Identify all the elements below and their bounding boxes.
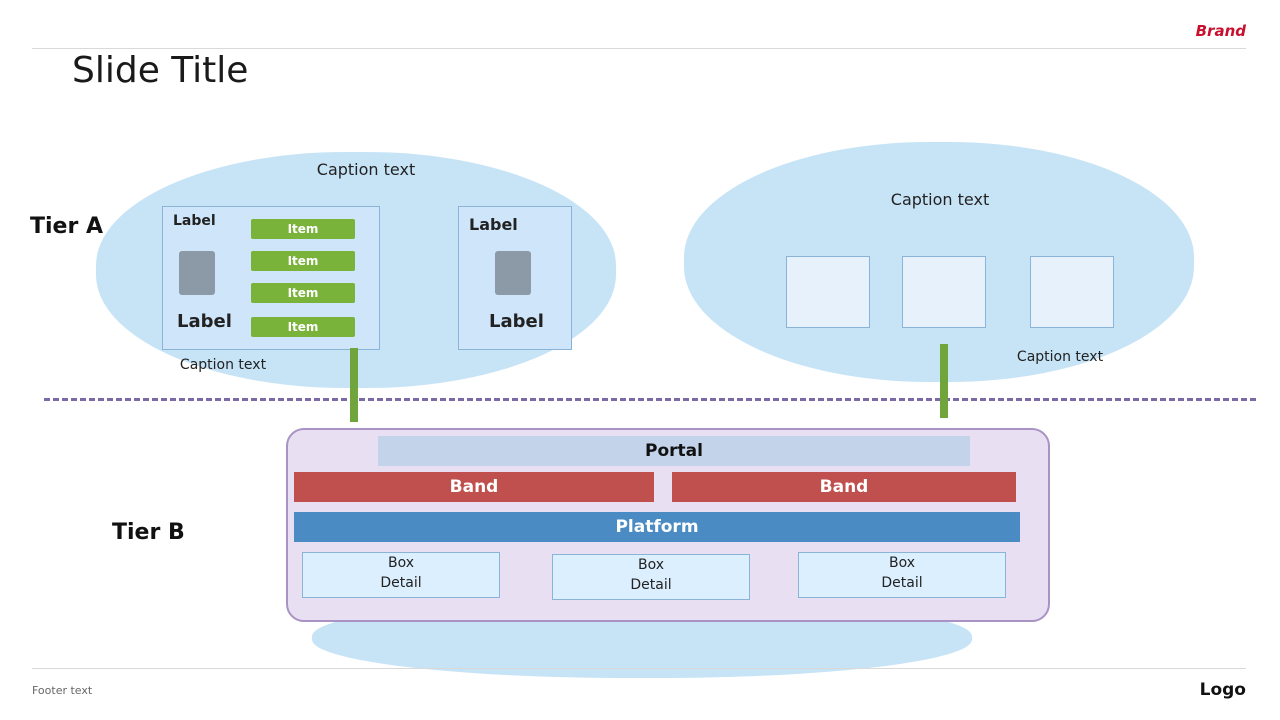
tier-label-center: Tier B: [112, 520, 185, 545]
right-connector-arrow: [940, 344, 948, 418]
component-box: Box Detail: [302, 552, 500, 598]
component-detail: Detail: [630, 577, 672, 593]
component-name: Box: [637, 557, 665, 573]
footer-rule: [32, 668, 1246, 669]
service-chip: Item: [251, 317, 355, 337]
page-title: Slide Title: [72, 50, 249, 91]
left-cloud-caption: Caption text: [316, 160, 416, 179]
vm-card: Label Label: [458, 206, 572, 350]
vm-card: Label Label Item Item Item Item: [162, 206, 380, 350]
server-cluster-icon: [1030, 256, 1114, 328]
platform-band: Platform: [294, 512, 1020, 542]
right-arrow-caption: Caption text: [1016, 349, 1104, 365]
header-rule: [32, 48, 1246, 49]
tier-label-app: Tier A: [30, 214, 104, 239]
server-cluster-icon: [786, 256, 870, 328]
server-icon: [179, 251, 215, 295]
left-connector-arrow: [350, 348, 358, 422]
right-cloud-caption: Caption text: [890, 190, 990, 209]
component-box: Box Detail: [552, 554, 750, 600]
brand-wordmark: Brand: [1195, 22, 1246, 40]
vm-caption: Label: [177, 311, 232, 332]
vm-caption: Label: [489, 311, 544, 332]
vm-card-label: Label: [173, 213, 216, 229]
component-name: Box: [888, 555, 916, 571]
center-tier-panel: Portal Band Band Platform Box Detail Box…: [286, 428, 1050, 622]
service-chip: Item: [251, 219, 355, 239]
band-right: Band: [672, 472, 1016, 502]
component-name: Box: [387, 555, 415, 571]
band-left: Band: [294, 472, 654, 502]
component-detail: Detail: [380, 575, 422, 591]
portal-band: Portal: [378, 436, 970, 466]
company-logo: Logo: [1199, 680, 1246, 700]
tier-divider: [44, 398, 1256, 401]
service-chip: Item: [251, 251, 355, 271]
vm-card-label: Label: [469, 215, 518, 234]
footer-text: Footer text: [32, 684, 93, 697]
service-chip: Item: [251, 283, 355, 303]
server-icon: [495, 251, 531, 295]
component-box: Box Detail: [798, 552, 1006, 598]
left-arrow-caption: Caption text: [179, 357, 267, 373]
server-cluster-icon: [902, 256, 986, 328]
component-detail: Detail: [881, 575, 923, 591]
